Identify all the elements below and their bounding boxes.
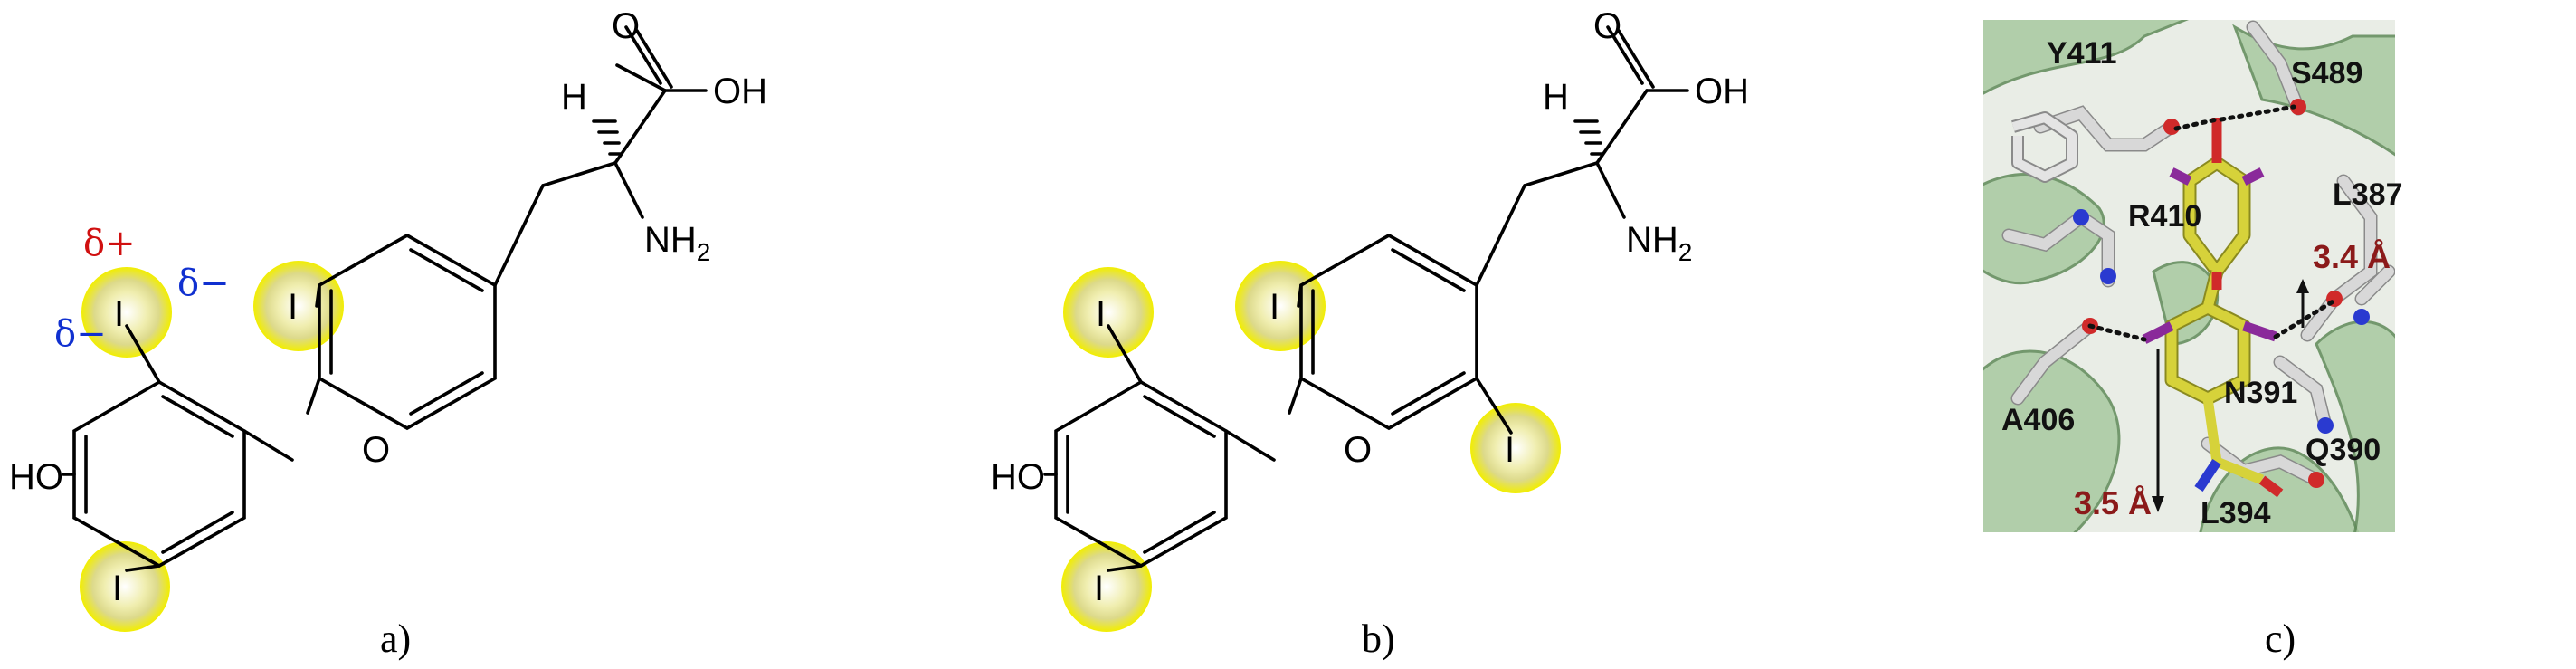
iodine-sigma-hole-glow — [80, 541, 170, 632]
nitrogen-atom — [2073, 209, 2089, 225]
nitrogen-atom — [2317, 417, 2334, 434]
oxygen-atom — [2290, 99, 2306, 115]
carbonyl-oxygen-label: O — [612, 6, 640, 46]
hashed-wedge — [1573, 119, 1604, 156]
residue-label: L394 — [2201, 496, 2271, 530]
oxygen-atom — [2308, 472, 2324, 488]
residue-label: L387 — [2333, 177, 2403, 212]
delta-minus-label: δ− — [54, 313, 107, 355]
delta-minus-label: δ− — [177, 263, 230, 304]
iodine-label: I — [1269, 287, 1279, 327]
amine-label: NH2 — [1626, 220, 1692, 266]
iodine-label: I — [288, 287, 298, 327]
carboxyl-oh-label: OH — [713, 72, 767, 111]
oxygen-atom — [2163, 119, 2180, 135]
iodine-sigma-hole-glow — [1470, 403, 1561, 493]
iodine-label: I — [112, 569, 122, 608]
delta-plus-label: δ+ — [83, 223, 136, 264]
iodine-sigma-hole-glow — [1063, 267, 1154, 358]
iodine-sigma-hole-glow — [81, 267, 172, 358]
panel-caption: a) — [380, 616, 411, 661]
distance-label: 3.4 Å — [2313, 238, 2391, 275]
y411-side-chain — [2011, 111, 2078, 183]
residue-label: Q390 — [2305, 433, 2381, 467]
ether-oxygen-label: O — [1344, 430, 1372, 470]
halogen-contact-line — [2273, 298, 2337, 339]
residue-label: R410 — [2128, 199, 2201, 234]
hydrogen-label: H — [1543, 77, 1569, 117]
carboxyl-oh-label: OH — [1695, 72, 1749, 111]
hydroxyl-label: HO — [991, 457, 1045, 497]
distance-label: 3.5 Å — [2074, 484, 2152, 521]
arrow-head — [2152, 496, 2164, 512]
panel-c-binding-site-render: Y411 S489 R410 L387 A406 N391 Q390 L394 … — [1983, 20, 2403, 661]
inner-phenyl-ring — [1299, 234, 1478, 431]
ligand-thyroxine-sticks — [2142, 118, 2284, 498]
hashed-wedge — [592, 119, 623, 156]
residue-label: Y411 — [2047, 36, 2117, 71]
outer-phenol-ring — [1054, 380, 1228, 569]
panel-caption: c) — [2265, 616, 2296, 661]
iodine-label: I — [1505, 430, 1515, 470]
hbond-line — [2173, 117, 2220, 131]
ether-oxygen-label: O — [362, 430, 390, 470]
iodine-label: I — [114, 294, 124, 334]
iodine-label: I — [1096, 294, 1106, 334]
residue-label: N391 — [2224, 376, 2297, 410]
carbonyl-oxygen-label: O — [1593, 6, 1621, 46]
iodine-label: I — [1094, 569, 1104, 608]
residue-label: S489 — [2291, 56, 2362, 91]
outer-phenol-ring — [72, 380, 246, 569]
hydroxyl-label: HO — [9, 457, 63, 497]
panel-b-thyroxine-structure: HO O I I I I H O OH NH2 b) — [991, 6, 1749, 661]
iodine-sigma-hole-glow — [1061, 541, 1152, 632]
hydrogen-label: H — [561, 77, 587, 117]
halogen-contact-line — [2087, 323, 2147, 342]
inner-phenyl-ring — [318, 234, 497, 431]
nitrogen-atom — [2353, 309, 2370, 325]
protein-scene — [1983, 20, 2395, 532]
hbond-line — [2219, 104, 2296, 122]
panel-a-thyroxine-structure: HO O I I I H O OH NH2 δ+ δ− δ− a) — [9, 6, 767, 661]
residue-label: A406 — [2001, 403, 2075, 437]
nitrogen-atom — [2100, 268, 2116, 284]
residue-sticks — [2001, 20, 2395, 487]
panel-caption: b) — [1362, 616, 1395, 661]
amine-label: NH2 — [644, 220, 710, 266]
arrow-head — [2296, 279, 2309, 293]
